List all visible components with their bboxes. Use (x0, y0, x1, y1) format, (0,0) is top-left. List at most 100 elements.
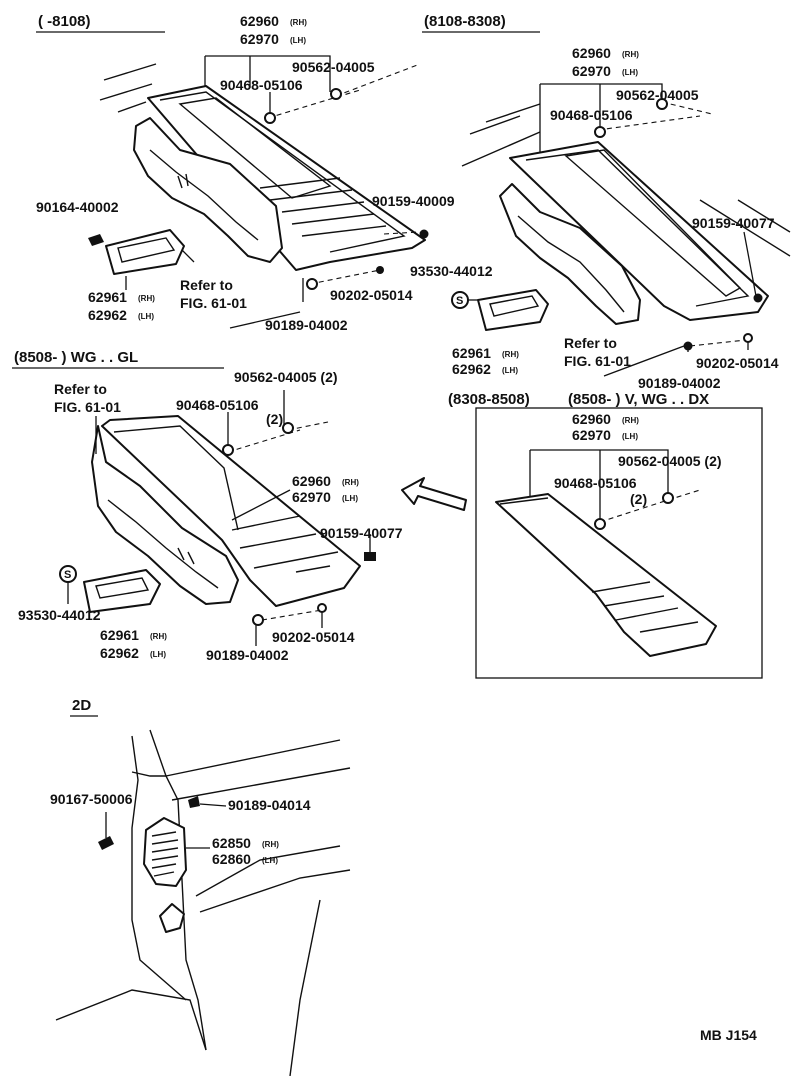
dashed-leader (267, 63, 421, 119)
section-heading: 2D (72, 697, 91, 714)
part-number: 62962 (452, 361, 491, 377)
range-label: ( -8108) (38, 13, 91, 30)
rh-suffix: (RH) (622, 50, 639, 59)
screw-icon (753, 293, 763, 303)
part-number: 90167-50006 (50, 791, 133, 807)
bracket-symbol: S (64, 569, 71, 581)
leader (743, 231, 757, 297)
part-number: 90562-04005 (2) (234, 369, 338, 385)
part-number: 90159-40009 (372, 193, 455, 209)
rh-suffix: (RH) (138, 294, 155, 303)
body-line (165, 739, 351, 801)
quarter-trim (133, 117, 283, 263)
trim-contour (107, 499, 219, 589)
body-line (99, 83, 153, 101)
leader (255, 612, 323, 646)
part-number: 62860 (212, 851, 251, 867)
part-number: 93530-44012 (18, 607, 101, 623)
screw-icon (98, 836, 114, 850)
section-top-right: (8108-8308) S 62960 (RH) 62970 ( (410, 13, 791, 391)
pillar-grille (143, 817, 187, 887)
part-number: 62970 (292, 489, 331, 505)
body-line (117, 101, 147, 113)
garnish-ribs (231, 515, 339, 569)
lh-suffix: (LH) (622, 432, 638, 441)
part-number: 62970 (240, 31, 279, 47)
part-number: 90202-05014 (696, 355, 779, 371)
part-number: 90562-04005 (292, 59, 375, 75)
roof-side-garnish (147, 85, 426, 271)
part-number: 62850 (212, 835, 251, 851)
rh-suffix: (RH) (622, 416, 639, 425)
leader (231, 489, 291, 521)
part-number: 90159-40077 (320, 525, 403, 541)
part-number: 90468-05106 (176, 397, 259, 413)
part-number: 62962 (100, 645, 139, 661)
garnish-detail (639, 621, 699, 633)
part-number: 62960 (240, 13, 279, 29)
garnish-inner-edge (525, 149, 750, 307)
vent-slots (117, 237, 176, 263)
part-number: 90189-04002 (206, 647, 289, 663)
nut-icon (594, 518, 606, 530)
part-number: 90189-04002 (638, 375, 721, 391)
rh-suffix: (RH) (262, 840, 279, 849)
leader (199, 803, 227, 807)
garnish-window (178, 97, 332, 199)
rh-suffix: (RH) (342, 478, 359, 487)
quarter-trim (91, 425, 239, 605)
part-number: 62961 (88, 289, 127, 305)
body-line (195, 845, 351, 913)
range-label: (8308-8508) (448, 391, 530, 408)
dashed-leader (309, 269, 381, 285)
variant-frame (475, 407, 763, 679)
trim-detail (177, 173, 189, 189)
rh-suffix: (RH) (502, 350, 519, 359)
screw-icon (683, 341, 693, 351)
body-line (55, 989, 207, 1051)
dashed-leader (599, 489, 701, 523)
garnish-ribs (259, 177, 387, 237)
vent-slots (489, 295, 540, 317)
range-label: (8508- ) WG . . GL (14, 349, 138, 366)
garnish-inner-edge (113, 425, 239, 531)
pillar-outline (149, 729, 207, 1051)
dashed-leader (597, 101, 713, 131)
refer-text: Refer to (564, 335, 617, 351)
qty-label: (2) (266, 411, 283, 427)
clip-icon (330, 88, 342, 100)
body-line (461, 103, 541, 167)
part-number: 62961 (100, 627, 139, 643)
rh-suffix: (RH) (290, 18, 307, 27)
range-label: (8508- ) V, WG . . DX (568, 391, 709, 408)
part-number: 62970 (572, 63, 611, 79)
trim-contour (149, 149, 259, 241)
garnish-ribs (499, 497, 679, 621)
roof-side-garnish (495, 493, 717, 657)
lh-suffix: (LH) (342, 494, 358, 503)
trim-detail (177, 547, 195, 565)
nut-icon (264, 112, 276, 124)
garnish-inner-edge (159, 91, 406, 253)
dashed-leader (689, 339, 747, 347)
part-number: 90202-05014 (272, 629, 355, 645)
nut-icon (594, 126, 606, 138)
bracket-symbol: S (456, 295, 463, 307)
body-line (103, 63, 157, 81)
part-number: 90562-04005 (616, 87, 699, 103)
figure-code: MB J154 (700, 1027, 757, 1043)
screw-icon (252, 614, 264, 626)
leader (529, 449, 669, 520)
clip-icon (656, 98, 668, 110)
part-number: 90189-04002 (265, 317, 348, 333)
screw-icon (306, 278, 318, 290)
section-mid-left: (8508- ) WG . . GL S Refer to (12, 349, 403, 663)
refer-text: FIG. 61-01 (564, 353, 631, 369)
lh-suffix: (LH) (502, 366, 518, 375)
part-number: 90468-05106 (220, 77, 303, 93)
refer-text: Refer to (180, 277, 233, 293)
screw-icon (88, 234, 104, 246)
grille-slots (151, 831, 179, 877)
part-number: 90189-04014 (228, 797, 311, 813)
refer-text: FIG. 61-01 (54, 399, 121, 415)
